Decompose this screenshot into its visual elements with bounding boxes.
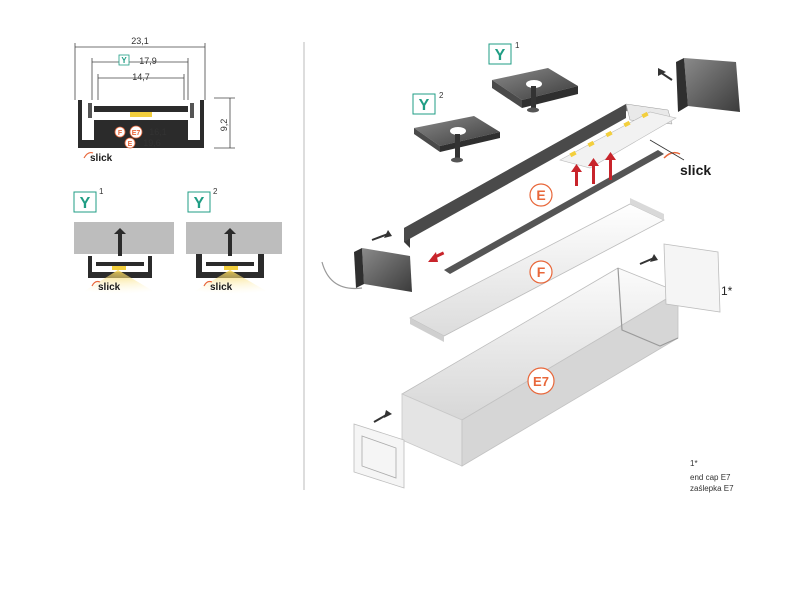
svg-text:2: 2: [439, 91, 444, 100]
footnote-line2: zaślepka E7: [690, 484, 734, 493]
profile-e: E slick: [404, 103, 711, 274]
svg-text:Y: Y: [121, 56, 127, 65]
e7-badge-small: E7: [129, 125, 143, 139]
end-cap-e7-left: [353, 410, 405, 489]
slick-swoosh-icon: [203, 280, 213, 287]
dim-height: 9,2: [219, 119, 229, 132]
slick-label-exploded: slick: [680, 162, 711, 178]
svg-text:E: E: [536, 187, 545, 203]
f-badge-small: F: [114, 126, 126, 138]
slick-swoosh-icon: [83, 151, 94, 159]
slick-swoosh-icon: [91, 280, 101, 287]
e-badge-small: E: [124, 137, 136, 149]
slick-label-top: slick: [90, 153, 113, 164]
exploded-view: Y 1 Y 2: [321, 41, 740, 489]
one-star-label: 1*: [721, 284, 733, 298]
arrow-icon: [650, 254, 658, 262]
mounting-variant-2: Y 2 slick: [180, 187, 282, 300]
dim-fe7-width: 16,1: [149, 127, 167, 137]
dim-e-width: 19,6: [143, 138, 161, 148]
arrow-icon: [658, 68, 666, 76]
svg-text:1: 1: [515, 41, 520, 50]
end-cap-e7-right: 1*: [639, 243, 733, 313]
diffuser-f: F: [409, 198, 665, 342]
insertion-arrows: [428, 152, 616, 262]
svg-text:Y: Y: [495, 47, 506, 64]
svg-text:F: F: [118, 130, 123, 137]
slick-swoosh-icon: [663, 151, 681, 159]
dim-inner-width: 14,7: [132, 72, 150, 82]
y-badge-small: Y: [118, 54, 130, 66]
f-badge: F: [529, 260, 553, 284]
slick-label-y2: slick: [210, 282, 233, 293]
mounting-clip-y1: Y 1: [488, 41, 578, 113]
e-badge: E: [529, 183, 553, 207]
cover-e7: E7: [401, 267, 679, 467]
end-cap-left: [321, 230, 412, 292]
footnote: 1* end cap E7 zaślepka E7: [690, 459, 734, 493]
y2-label: Y: [194, 195, 205, 212]
y1-superscript: 1: [99, 187, 104, 196]
y2-superscript: 2: [213, 187, 218, 196]
y1-label: Y: [80, 195, 91, 212]
mounting-variant-1: Y 1 slick: [70, 187, 174, 300]
footnote-marker: 1*: [690, 459, 698, 468]
slick-label-y1: slick: [98, 282, 121, 293]
arrow-icon: [384, 230, 392, 238]
svg-text:F: F: [537, 264, 546, 280]
svg-text:E7: E7: [132, 130, 141, 137]
footnote-line1: end cap E7: [690, 473, 731, 482]
cross-section-drawing: 23,1 Y 17,9 14,7 9,2 F E7 16,1 E 19,6 sl…: [74, 36, 235, 164]
dim-y-width: 17,9: [139, 56, 157, 66]
svg-text:E7: E7: [533, 374, 549, 389]
e7-badge: E7: [527, 367, 555, 395]
svg-text:Y: Y: [419, 97, 430, 114]
end-cap-top-right: [658, 58, 740, 112]
dim-overall-width: 23,1: [131, 36, 149, 46]
mounting-clip-y2: Y 2: [412, 91, 500, 163]
arrow-icon: [384, 410, 392, 418]
svg-text:E: E: [128, 141, 133, 148]
